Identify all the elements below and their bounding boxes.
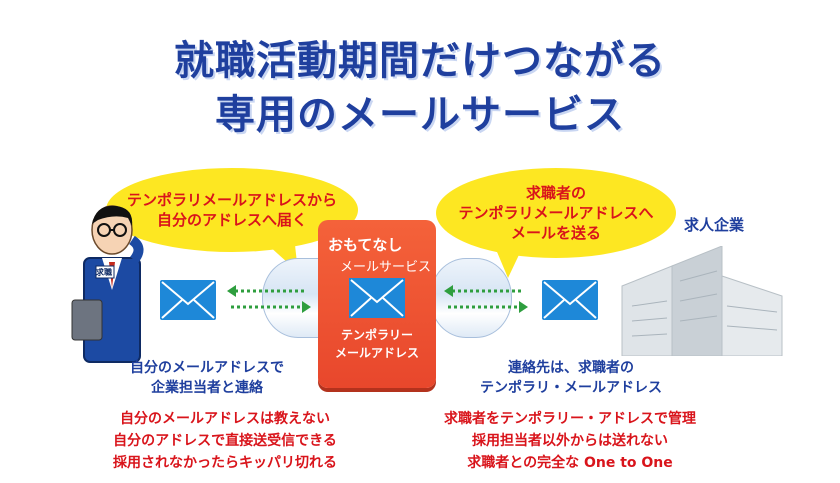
- service-address-label-1: テンポラリー: [340, 328, 413, 342]
- envelope-left-icon: [160, 280, 216, 320]
- title-line-2: 専用のメールサービス: [215, 92, 625, 138]
- person-badge: 求職: [96, 268, 112, 277]
- left-point-1: 自分のメールアドレスは教えない: [120, 411, 330, 427]
- left-description-line-1: 自分のメールアドレスで: [130, 360, 284, 376]
- right-description-line-2: テンポラリ・メールアドレス: [480, 380, 662, 396]
- mail-service-box: おもてなし メールサービス テンポラリー メールアドレス: [318, 220, 436, 388]
- left-points-list: 自分のメールアドレスは教えない 自分のアドレスで直接送受信できる 採用されなかっ…: [80, 408, 370, 474]
- left-description-line-2: 企業担当者と連絡: [151, 380, 263, 396]
- speech-bubble-right: 求職者の テンポラリメールアドレスへ メールを送る: [436, 168, 676, 258]
- bubble-right-tail: [492, 240, 526, 278]
- service-envelope-icon: [349, 278, 405, 318]
- left-description: 自分のメールアドレスで 企業担当者と連絡: [112, 358, 302, 398]
- right-description-line-1: 連絡先は、求職者の: [508, 360, 634, 376]
- bubble-right-line-1: 求職者の: [525, 184, 586, 202]
- bubble-right-line-3: メールを送る: [510, 224, 601, 242]
- arrows-left-icon: [227, 285, 311, 313]
- right-points-list: 求職者をテンポラリー・アドレスで管理 採用担当者以外からは送れない 求職者との完…: [420, 408, 720, 474]
- bubble-left-line-2: 自分のアドレスへ届く: [156, 211, 307, 229]
- title-line-1: 就職活動期間だけつながる: [174, 38, 666, 84]
- pipe-right: [430, 258, 512, 338]
- service-name: おもてなし: [328, 236, 403, 254]
- right-point-3: 求職者との完全な One to One: [467, 455, 673, 471]
- arrows-right-icon: [444, 285, 528, 313]
- bubble-left-line-1: テンポラリメールアドレスから: [126, 191, 337, 209]
- company-label: 求人企業: [684, 216, 745, 234]
- company-building-icon: [621, 246, 783, 356]
- left-point-3: 採用されなかったらキッパリ切れる: [113, 455, 337, 471]
- right-point-2: 採用担当者以外からは送れない: [472, 433, 668, 449]
- service-address-label-2: メールアドレス: [334, 346, 419, 360]
- envelope-right-icon: [542, 280, 598, 320]
- left-point-2: 自分のアドレスで直接送受信できる: [113, 433, 337, 449]
- speech-bubble-left: テンポラリメールアドレスから 自分のアドレスへ届く: [106, 168, 358, 252]
- right-point-1: 求職者をテンポラリー・アドレスで管理: [444, 411, 696, 427]
- bubble-right-line-2: テンポラリメールアドレスへ: [458, 204, 654, 222]
- service-subtitle: メールサービス: [340, 260, 432, 275]
- job-seeker-icon: [71, 205, 144, 363]
- right-description: 連絡先は、求職者の テンポラリ・メールアドレス: [456, 358, 686, 398]
